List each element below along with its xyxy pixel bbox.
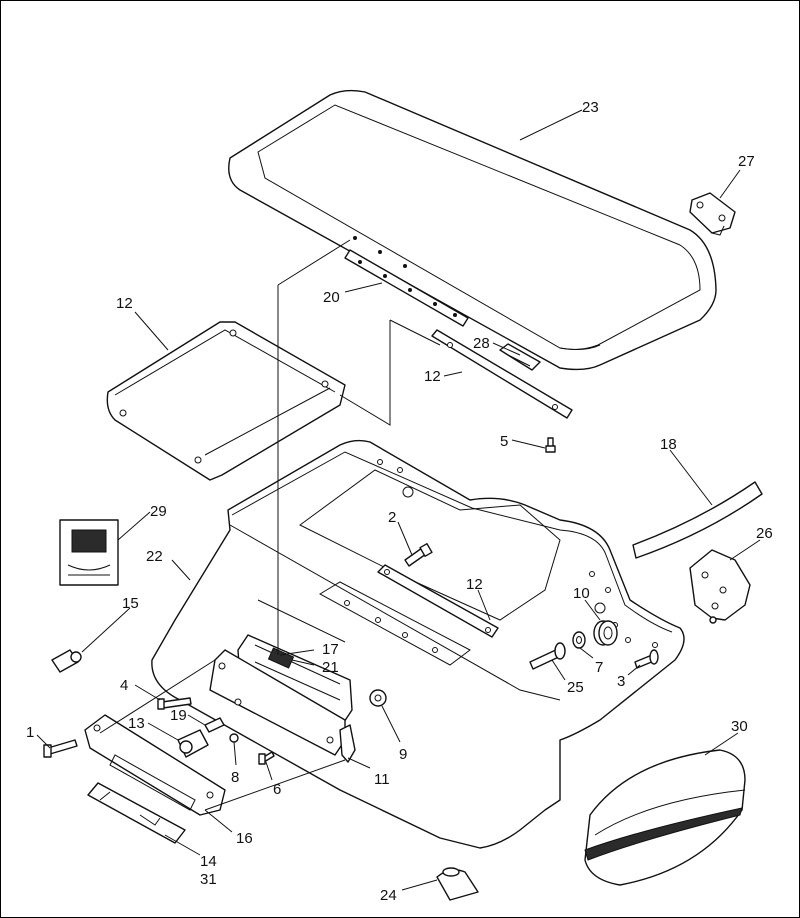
part-washer-7 — [572, 631, 586, 649]
callout-27: 27 — [738, 153, 755, 170]
part-lock-15 — [51, 649, 82, 673]
part-screw-1 — [43, 739, 78, 758]
part-screw-5 — [545, 437, 556, 453]
callout-12: 12 — [466, 576, 483, 593]
callout-15: 15 — [122, 595, 139, 612]
callout-17: 17 — [322, 641, 339, 658]
callout-1: 1 — [26, 724, 34, 741]
part-clip-19 — [204, 717, 225, 733]
part-label-plate — [87, 782, 186, 844]
part-inner-strap — [377, 564, 499, 638]
callout-12: 12 — [116, 295, 133, 312]
part-clip-24 — [436, 867, 479, 901]
assembly-lines — [99, 239, 441, 811]
callout-12: 12 — [424, 368, 441, 385]
part-screw-4 — [157, 697, 192, 710]
callout-9: 9 — [399, 746, 407, 763]
callout-18: 18 — [660, 436, 677, 453]
callout-5: 5 — [500, 433, 508, 450]
part-liner-panel — [106, 321, 346, 481]
callout-23: 23 — [582, 99, 599, 116]
callout-13: 13 — [128, 715, 145, 732]
part-bracket-26 — [689, 549, 751, 624]
callout-2: 2 — [388, 509, 396, 526]
callout-14: 14 — [200, 853, 217, 870]
part-latch-assembly — [209, 634, 356, 763]
callout-19: 19 — [170, 707, 187, 724]
part-lid — [228, 89, 717, 371]
callout-24: 24 — [380, 887, 397, 904]
part-hinge-strip — [344, 236, 469, 327]
callout-11: 11 — [374, 771, 390, 788]
part-grommet-10 — [593, 620, 618, 646]
callout-leaders — [36, 109, 761, 891]
part-strap — [431, 329, 573, 419]
callout-28: 28 — [473, 335, 490, 352]
callout-29: 29 — [150, 503, 167, 520]
callout-31: 31 — [200, 871, 217, 888]
callout-20: 20 — [323, 289, 340, 306]
part-pin-25 — [529, 642, 566, 670]
callout-8: 8 — [231, 769, 239, 786]
callout-3: 3 — [617, 673, 625, 690]
part-bracket-27 — [689, 192, 736, 236]
part-saddlebag-body — [151, 439, 685, 849]
part-screw-6 — [258, 751, 275, 765]
callout-30: 30 — [731, 718, 748, 735]
callout-labels: 23 27 12 20 28 12 5 18 26 29 22 2 12 10 … — [26, 99, 773, 904]
part-washer-8 — [229, 733, 239, 743]
part-nut-9 — [369, 689, 387, 707]
callout-26: 26 — [756, 525, 773, 542]
part-lock-13 — [177, 729, 209, 758]
callout-21: 21 — [322, 659, 339, 676]
part-pouch-30 — [584, 749, 746, 886]
callout-10: 10 — [573, 585, 590, 602]
part-trim-strip — [632, 481, 763, 559]
part-screw-2 — [404, 542, 433, 567]
part-decal-29 — [59, 519, 119, 586]
callout-16: 16 — [236, 830, 253, 847]
callout-6: 6 — [273, 781, 281, 798]
callout-7: 7 — [595, 659, 603, 676]
callout-4: 4 — [120, 677, 128, 694]
callout-25: 25 — [567, 679, 584, 696]
part-handle — [84, 714, 226, 816]
callout-22: 22 — [146, 548, 163, 565]
